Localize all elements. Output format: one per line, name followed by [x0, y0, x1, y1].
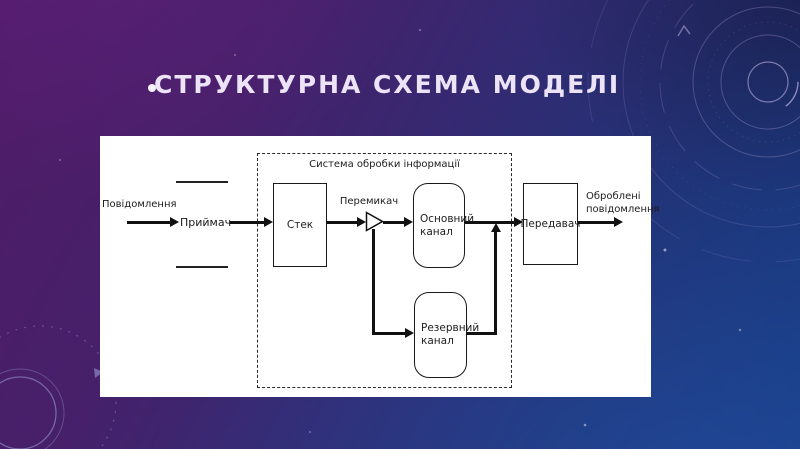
- input-arrow-line: [127, 221, 170, 224]
- main-channel-node: Основний канал: [413, 183, 474, 268]
- main-transmitter-arrow-head: [514, 217, 523, 227]
- stack-switch-arrow-head: [357, 217, 366, 227]
- reserve-channel-node: Резервний канал: [414, 292, 479, 378]
- switch-main-line: [383, 221, 405, 224]
- receiver-label: Приймач: [180, 216, 232, 229]
- receiver-top-line: [176, 181, 228, 183]
- reserve-junction-vline: [494, 231, 497, 334]
- receiver-bottom-line: [176, 266, 228, 268]
- stack-label: Стек: [286, 218, 314, 231]
- output-arrow-head: [614, 217, 623, 227]
- output-message-label: Оброблені повідомлення: [586, 191, 660, 216]
- output-label-line1: Оброблені: [586, 191, 641, 202]
- system-boundary-label: Система обробки інформації: [309, 159, 460, 170]
- orbit-circles-decoration: [0, 325, 117, 449]
- transmitter-node: Передавач: [520, 183, 581, 265]
- switch-triangle-icon: [365, 211, 384, 232]
- stack-node: Стек: [273, 183, 327, 267]
- switch-main-arrow-head: [404, 217, 413, 227]
- system-boundary-box: [257, 153, 512, 388]
- receiver-stack-line: [230, 221, 265, 224]
- input-arrow-head: [170, 217, 179, 227]
- switch-reserve-hline: [372, 332, 405, 335]
- output-label-line2: повідомлення: [586, 203, 660, 215]
- main-channel-label-line1: Основний: [420, 212, 475, 225]
- switch-reserve-arrow-head: [405, 328, 414, 338]
- reserve-out-hline: [467, 332, 497, 335]
- receiver-stack-arrow-head: [264, 217, 273, 227]
- main-channel-label-line2: канал: [420, 225, 453, 238]
- switch-reserve-vline: [372, 229, 375, 335]
- switch-label: Перемикач: [339, 196, 399, 207]
- main-transmitter-line: [465, 221, 515, 224]
- output-arrow-line: [578, 221, 615, 224]
- reserve-junction-arrow-head: [491, 223, 501, 232]
- stack-switch-line: [327, 221, 358, 224]
- diagram-panel: Система обробки інформації Повідомлення …: [100, 136, 660, 397]
- slide-title: СТРУКТУРНА СХЕМА МОДЕЛІ: [154, 70, 621, 99]
- reserve-channel-label-line2: канал: [421, 335, 454, 347]
- transmitter-label: Передавач: [520, 217, 581, 230]
- input-message-label: Повідомлення: [102, 199, 177, 210]
- reserve-channel-label-line1: Резервний: [421, 322, 480, 335]
